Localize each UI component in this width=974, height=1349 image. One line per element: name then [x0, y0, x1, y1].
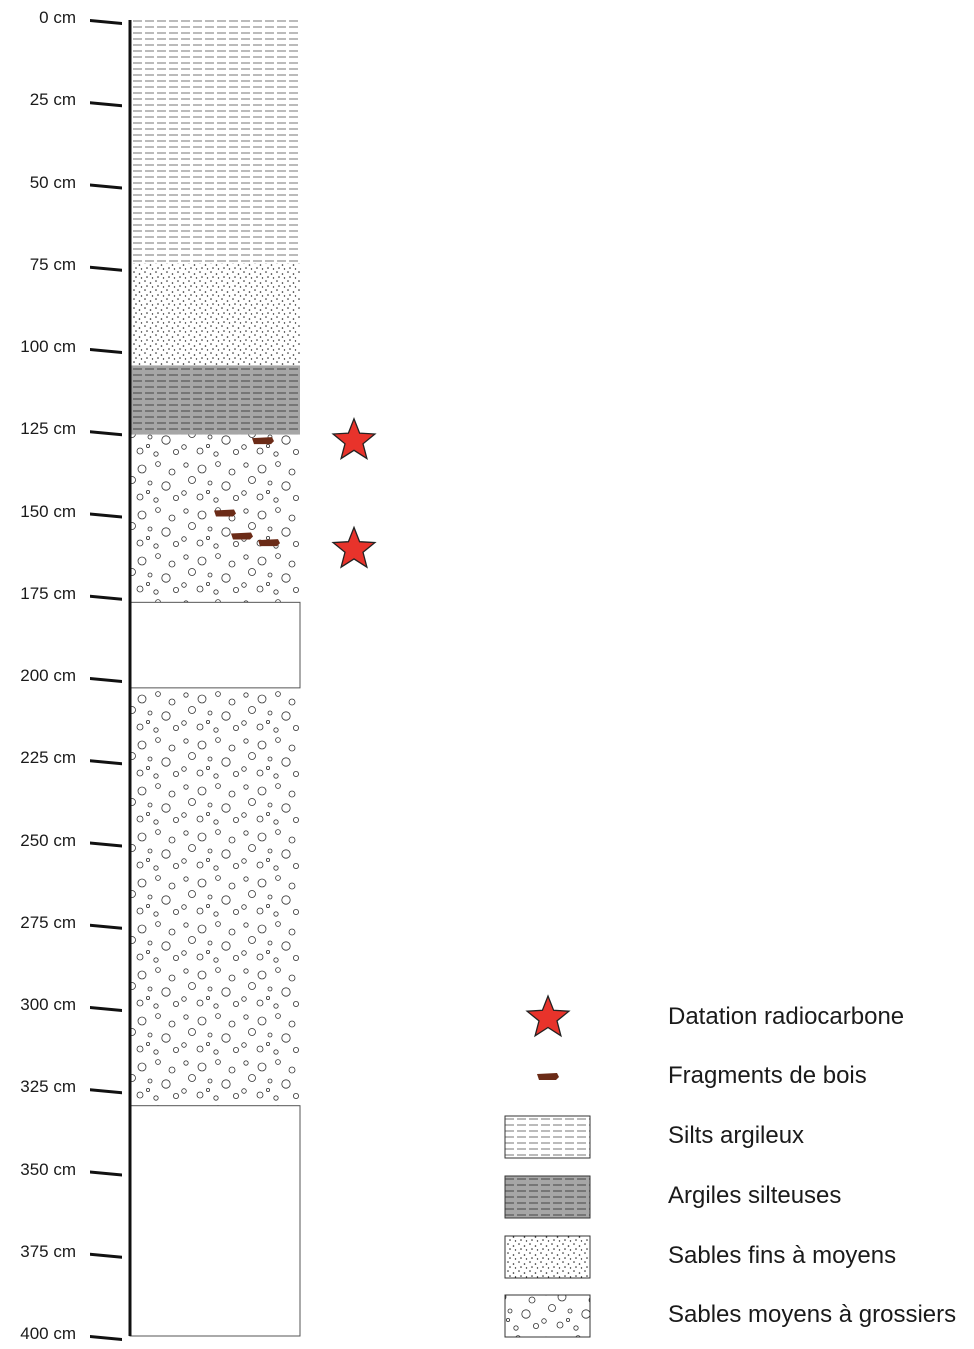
depth-label: 0 cm: [39, 8, 76, 27]
depth-label: 25 cm: [29, 90, 76, 110]
depth-label: 300 cm: [20, 995, 76, 1014]
radiocarbon-star-icon: [331, 525, 377, 569]
wood-fragment-icon: [252, 437, 274, 445]
depth-tick: [90, 348, 122, 354]
layer-sables-fins: [130, 263, 300, 366]
legend-silt-swatch: [504, 1115, 591, 1159]
depth-label: 100 cm: [20, 337, 76, 356]
depth-label: 375 cm: [20, 1241, 76, 1261]
depth-label: 200 cm: [20, 666, 76, 685]
depth-tick: [90, 1335, 122, 1341]
legend-label: Silts argileux: [668, 1122, 805, 1149]
depth-tick: [90, 677, 122, 683]
depth-label: 250 cm: [20, 830, 76, 850]
layer-sables-grossiers: [130, 434, 300, 603]
depth-tick: [90, 1088, 122, 1095]
depth-tick: [90, 430, 122, 437]
depth-label: 50 cm: [29, 172, 76, 192]
depth-label: 400 cm: [20, 1324, 76, 1343]
depth-tick: [90, 1006, 122, 1012]
legend-star-icon: [525, 994, 571, 1038]
legend-label: Sables fins à moyens: [668, 1242, 897, 1269]
depth-tick: [90, 101, 122, 108]
depth-tick: [90, 183, 122, 190]
wood-fragment-icon: [231, 532, 253, 540]
depth-tick: [90, 1170, 122, 1177]
depth-label: 125 cm: [20, 419, 76, 439]
depth-tick: [90, 19, 122, 25]
layer-vide: [129, 1105, 301, 1337]
depth-tick: [90, 594, 122, 601]
layer-argiles-silteuses: [130, 365, 300, 435]
legend-coarse-sand-swatch: [504, 1294, 591, 1338]
depth-label: 275 cm: [20, 912, 76, 932]
depth-tick: [90, 841, 122, 848]
legend-label: Fragments de bois: [668, 1062, 867, 1089]
depth-label: 175 cm: [20, 583, 76, 603]
depth-label: 325 cm: [20, 1077, 76, 1097]
depth-tick: [90, 923, 122, 930]
depth-tick: [90, 265, 122, 272]
legend-label: Argiles silteuses: [668, 1182, 842, 1209]
wood-fragment-icon: [214, 509, 236, 517]
legend-label: Datation radiocarbone: [668, 1003, 905, 1030]
depth-label: 75 cm: [29, 254, 76, 274]
legend-clay-swatch: [504, 1175, 591, 1219]
legend-fine-sand-swatch: [504, 1235, 591, 1279]
depth-tick: [90, 759, 122, 766]
wood-fragment-icon: [258, 539, 280, 547]
layer-vide: [129, 601, 301, 689]
layer-sables-grossiers: [130, 687, 300, 1106]
radiocarbon-star-icon: [331, 417, 377, 461]
depth-label: 150 cm: [20, 501, 76, 521]
depth-label: 225 cm: [20, 748, 76, 768]
layer-silts-argileux: [130, 20, 300, 264]
depth-label: 350 cm: [20, 1159, 76, 1179]
depth-tick: [90, 1252, 122, 1259]
depth-tick: [90, 512, 122, 519]
legend-label: Sables moyens à grossiers: [668, 1301, 957, 1328]
legend-wood-icon: [537, 1073, 559, 1080]
